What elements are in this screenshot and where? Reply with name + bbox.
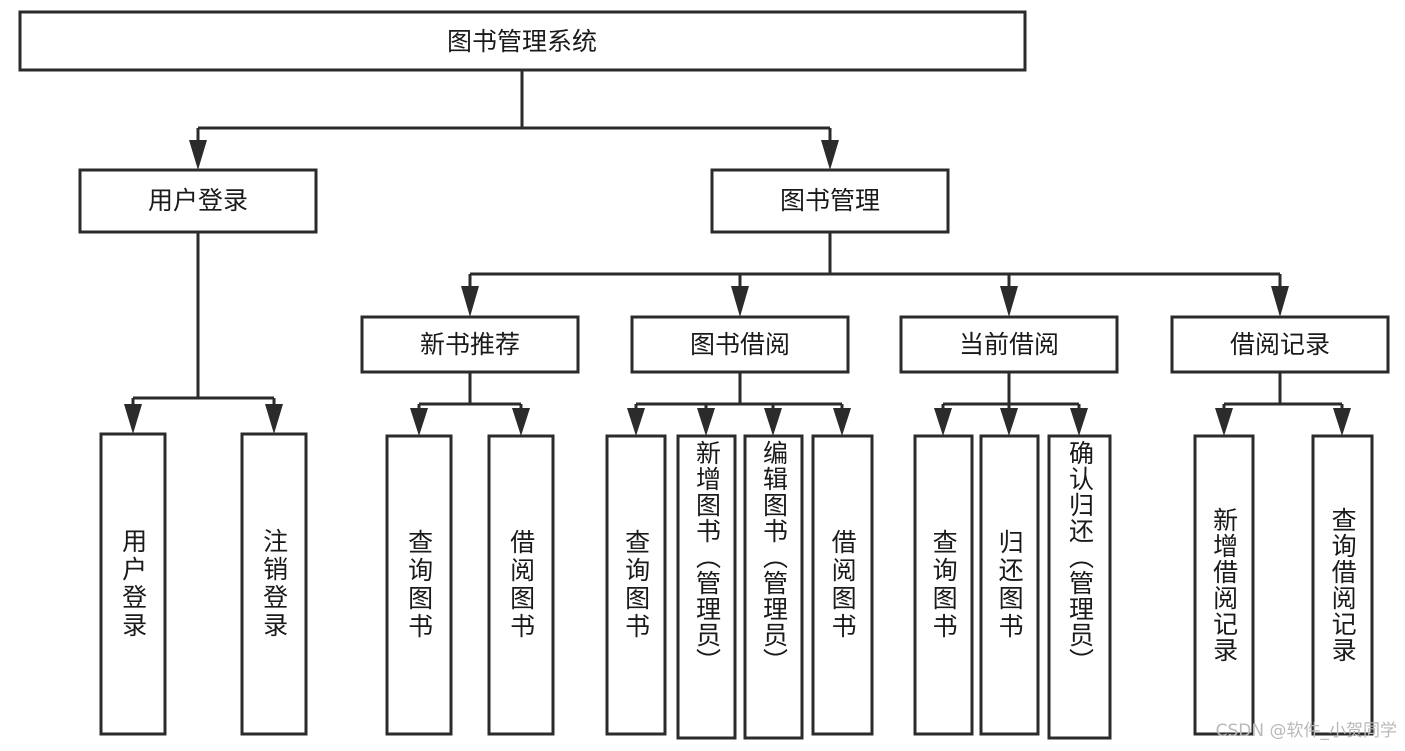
node-leaf9[interactable] bbox=[913, 434, 974, 736]
node-records-box[interactable] bbox=[1170, 315, 1390, 374]
node-bookmgmt-box[interactable] bbox=[710, 168, 950, 234]
arrow-head-icon bbox=[697, 408, 715, 436]
arrow-head-icon bbox=[1070, 408, 1088, 436]
node-leaf9-box[interactable] bbox=[913, 434, 974, 736]
arrow-head-icon bbox=[461, 286, 479, 317]
connector-group-borrow-to-leaves bbox=[627, 372, 851, 436]
node-leaf4-box[interactable] bbox=[487, 434, 555, 736]
node-leaf12-box[interactable] bbox=[1193, 434, 1255, 736]
node-leaf13-box[interactable] bbox=[1311, 434, 1374, 736]
node-leaf10[interactable] bbox=[979, 434, 1040, 736]
node-leaf2-box[interactable] bbox=[240, 432, 308, 736]
arrow-head-icon bbox=[833, 408, 851, 436]
node-leaf5-box[interactable] bbox=[605, 434, 667, 736]
node-current-box[interactable] bbox=[899, 315, 1119, 374]
arrow-head-icon bbox=[265, 404, 283, 434]
node-newbook[interactable]: 新书推荐 bbox=[360, 315, 580, 374]
node-leaf2[interactable] bbox=[240, 432, 308, 736]
node-root[interactable]: 图书管理系统 bbox=[18, 10, 1027, 72]
arrow-head-icon bbox=[1000, 286, 1018, 317]
node-leaf5[interactable] bbox=[605, 434, 667, 736]
node-root-box[interactable] bbox=[18, 10, 1027, 72]
node-bookmgmt-label: 图书管理 bbox=[780, 186, 880, 215]
arrow-head-icon bbox=[189, 140, 207, 170]
node-newbook-box[interactable] bbox=[360, 315, 580, 374]
node-records[interactable]: 借阅记录 bbox=[1170, 315, 1390, 374]
node-records-label: 借阅记录 bbox=[1230, 330, 1330, 359]
arrow-head-icon bbox=[1000, 408, 1018, 436]
node-leaf8[interactable] bbox=[811, 434, 874, 736]
connector-group-login-to-leaves bbox=[124, 232, 283, 434]
arrow-head-icon bbox=[821, 140, 839, 170]
node-leaf4[interactable] bbox=[487, 434, 555, 736]
connector-group-root-to-level2 bbox=[189, 70, 839, 170]
node-leaf6[interactable] bbox=[676, 434, 737, 740]
arrow-head-icon bbox=[1333, 408, 1351, 436]
connector-group-current-to-leaves bbox=[934, 372, 1088, 436]
node-bookmgmt[interactable]: 图书管理 bbox=[710, 168, 950, 234]
node-leaf7-box[interactable] bbox=[743, 434, 804, 740]
connector-group-bookmgmt-to-level3 bbox=[461, 232, 1289, 317]
node-login-box[interactable] bbox=[78, 168, 318, 234]
node-leaf10-box[interactable] bbox=[979, 434, 1040, 736]
arrow-head-icon bbox=[124, 404, 142, 434]
arrow-head-icon bbox=[627, 408, 645, 436]
node-leaf11[interactable] bbox=[1047, 434, 1112, 740]
node-current-label: 当前借阅 bbox=[959, 330, 1059, 359]
node-leaf6-box[interactable] bbox=[676, 434, 737, 740]
node-root-label: 图书管理系统 bbox=[447, 27, 597, 56]
arrow-head-icon bbox=[731, 286, 749, 317]
node-borrow-box[interactable] bbox=[630, 315, 850, 374]
arrow-head-icon bbox=[1271, 286, 1289, 317]
node-newbook-label: 新书推荐 bbox=[420, 330, 520, 359]
node-current[interactable]: 当前借阅 bbox=[899, 315, 1119, 374]
node-leaf3-box[interactable] bbox=[385, 434, 453, 736]
node-login-label: 用户登录 bbox=[148, 186, 248, 215]
arrow-head-icon bbox=[1215, 408, 1233, 436]
node-leaf7[interactable] bbox=[743, 434, 804, 740]
node-leaf1-box[interactable] bbox=[99, 432, 167, 736]
node-leaf12[interactable] bbox=[1193, 434, 1255, 736]
node-borrow[interactable]: 图书借阅 bbox=[630, 315, 850, 374]
node-login[interactable]: 用户登录 bbox=[78, 168, 318, 234]
node-leaf3[interactable] bbox=[385, 434, 453, 736]
node-leaf8-box[interactable] bbox=[811, 434, 874, 736]
node-leaf11-box[interactable] bbox=[1047, 434, 1112, 740]
arrow-head-icon bbox=[410, 408, 428, 436]
node-borrow-label: 图书借阅 bbox=[690, 330, 790, 359]
node-leaf1[interactable] bbox=[99, 432, 167, 736]
arrow-head-icon bbox=[934, 408, 952, 436]
connector-group-newbook-to-leaves bbox=[410, 372, 530, 436]
node-leaf13[interactable] bbox=[1311, 434, 1374, 736]
arrow-head-icon bbox=[764, 408, 782, 436]
connector-group-records-to-leaves bbox=[1215, 372, 1351, 436]
arrow-head-icon bbox=[512, 408, 530, 436]
